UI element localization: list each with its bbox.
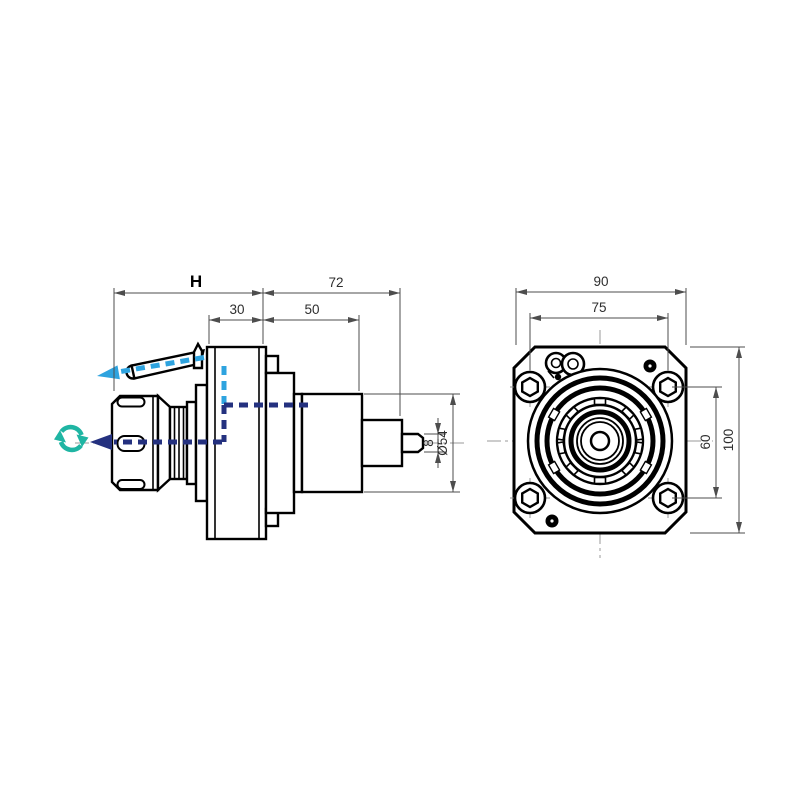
dim-H: H	[113, 272, 264, 391]
shaft-pin	[400, 432, 425, 454]
dim-label-d54: Ø54	[435, 430, 450, 456]
dim-100: 100	[690, 346, 745, 534]
dim-8: 8	[421, 418, 446, 468]
side-dimensions: H 72 30 50	[113, 272, 460, 493]
clamp-lever	[125, 341, 205, 380]
dim-label-90: 90	[593, 274, 608, 289]
dowel-pin-hole-center	[550, 519, 554, 523]
thick-ring-outer	[534, 375, 666, 507]
dim-72: 72	[263, 275, 401, 416]
dim-30: 30	[208, 302, 263, 344]
center-hole	[589, 430, 611, 452]
dowel-pin-hole-center	[648, 364, 652, 368]
shaft-step	[360, 418, 404, 468]
rear-cylinder-assembly	[292, 392, 425, 494]
nut-slot-bottom	[116, 479, 146, 490]
coolant-exit-arrow-icon	[90, 434, 112, 450]
inner-ring	[580, 421, 620, 461]
inner-ring	[576, 417, 624, 465]
corner-bolts	[510, 367, 688, 518]
dim-90: 90	[515, 274, 687, 345]
cylinder-front-ring	[292, 392, 304, 494]
front-view	[487, 330, 713, 558]
dim-label-H: H	[190, 272, 202, 291]
drive-slot-tabs	[556, 397, 644, 485]
collet-nut	[110, 394, 160, 492]
rotation-ccw-icon	[54, 424, 89, 453]
bearing-ring	[568, 409, 632, 473]
dim-label-72: 72	[328, 275, 343, 290]
dim-50: 50	[263, 302, 360, 391]
dim-label-8: 8	[421, 439, 436, 447]
cylinder-d54	[300, 392, 364, 494]
side-view	[75, 341, 468, 541]
front-dimensions: 90 75 60 100	[515, 274, 745, 534]
lever-flow-line	[111, 355, 205, 376]
ring-notches	[547, 407, 653, 475]
dim-label-50: 50	[304, 302, 319, 317]
housing-tab-top	[264, 354, 280, 375]
grease-fitting-detail	[544, 351, 586, 381]
dim-label-30: 30	[229, 302, 244, 317]
dim-label-100: 100	[721, 429, 736, 452]
center-bore-rings	[526, 367, 674, 515]
lever-flow-arrow-icon	[97, 365, 120, 380]
dim-60: 60	[672, 386, 722, 499]
nut-slot-top	[116, 396, 146, 408]
dim-label-75: 75	[591, 300, 606, 315]
dim-75: 75	[529, 300, 669, 370]
dim-d54: Ø54	[364, 393, 460, 493]
thick-ring-mid	[544, 385, 656, 497]
corner-bolt	[510, 478, 550, 518]
corner-bolt	[510, 367, 550, 407]
dim-label-60: 60	[698, 434, 713, 449]
housing-step-block	[264, 371, 296, 515]
